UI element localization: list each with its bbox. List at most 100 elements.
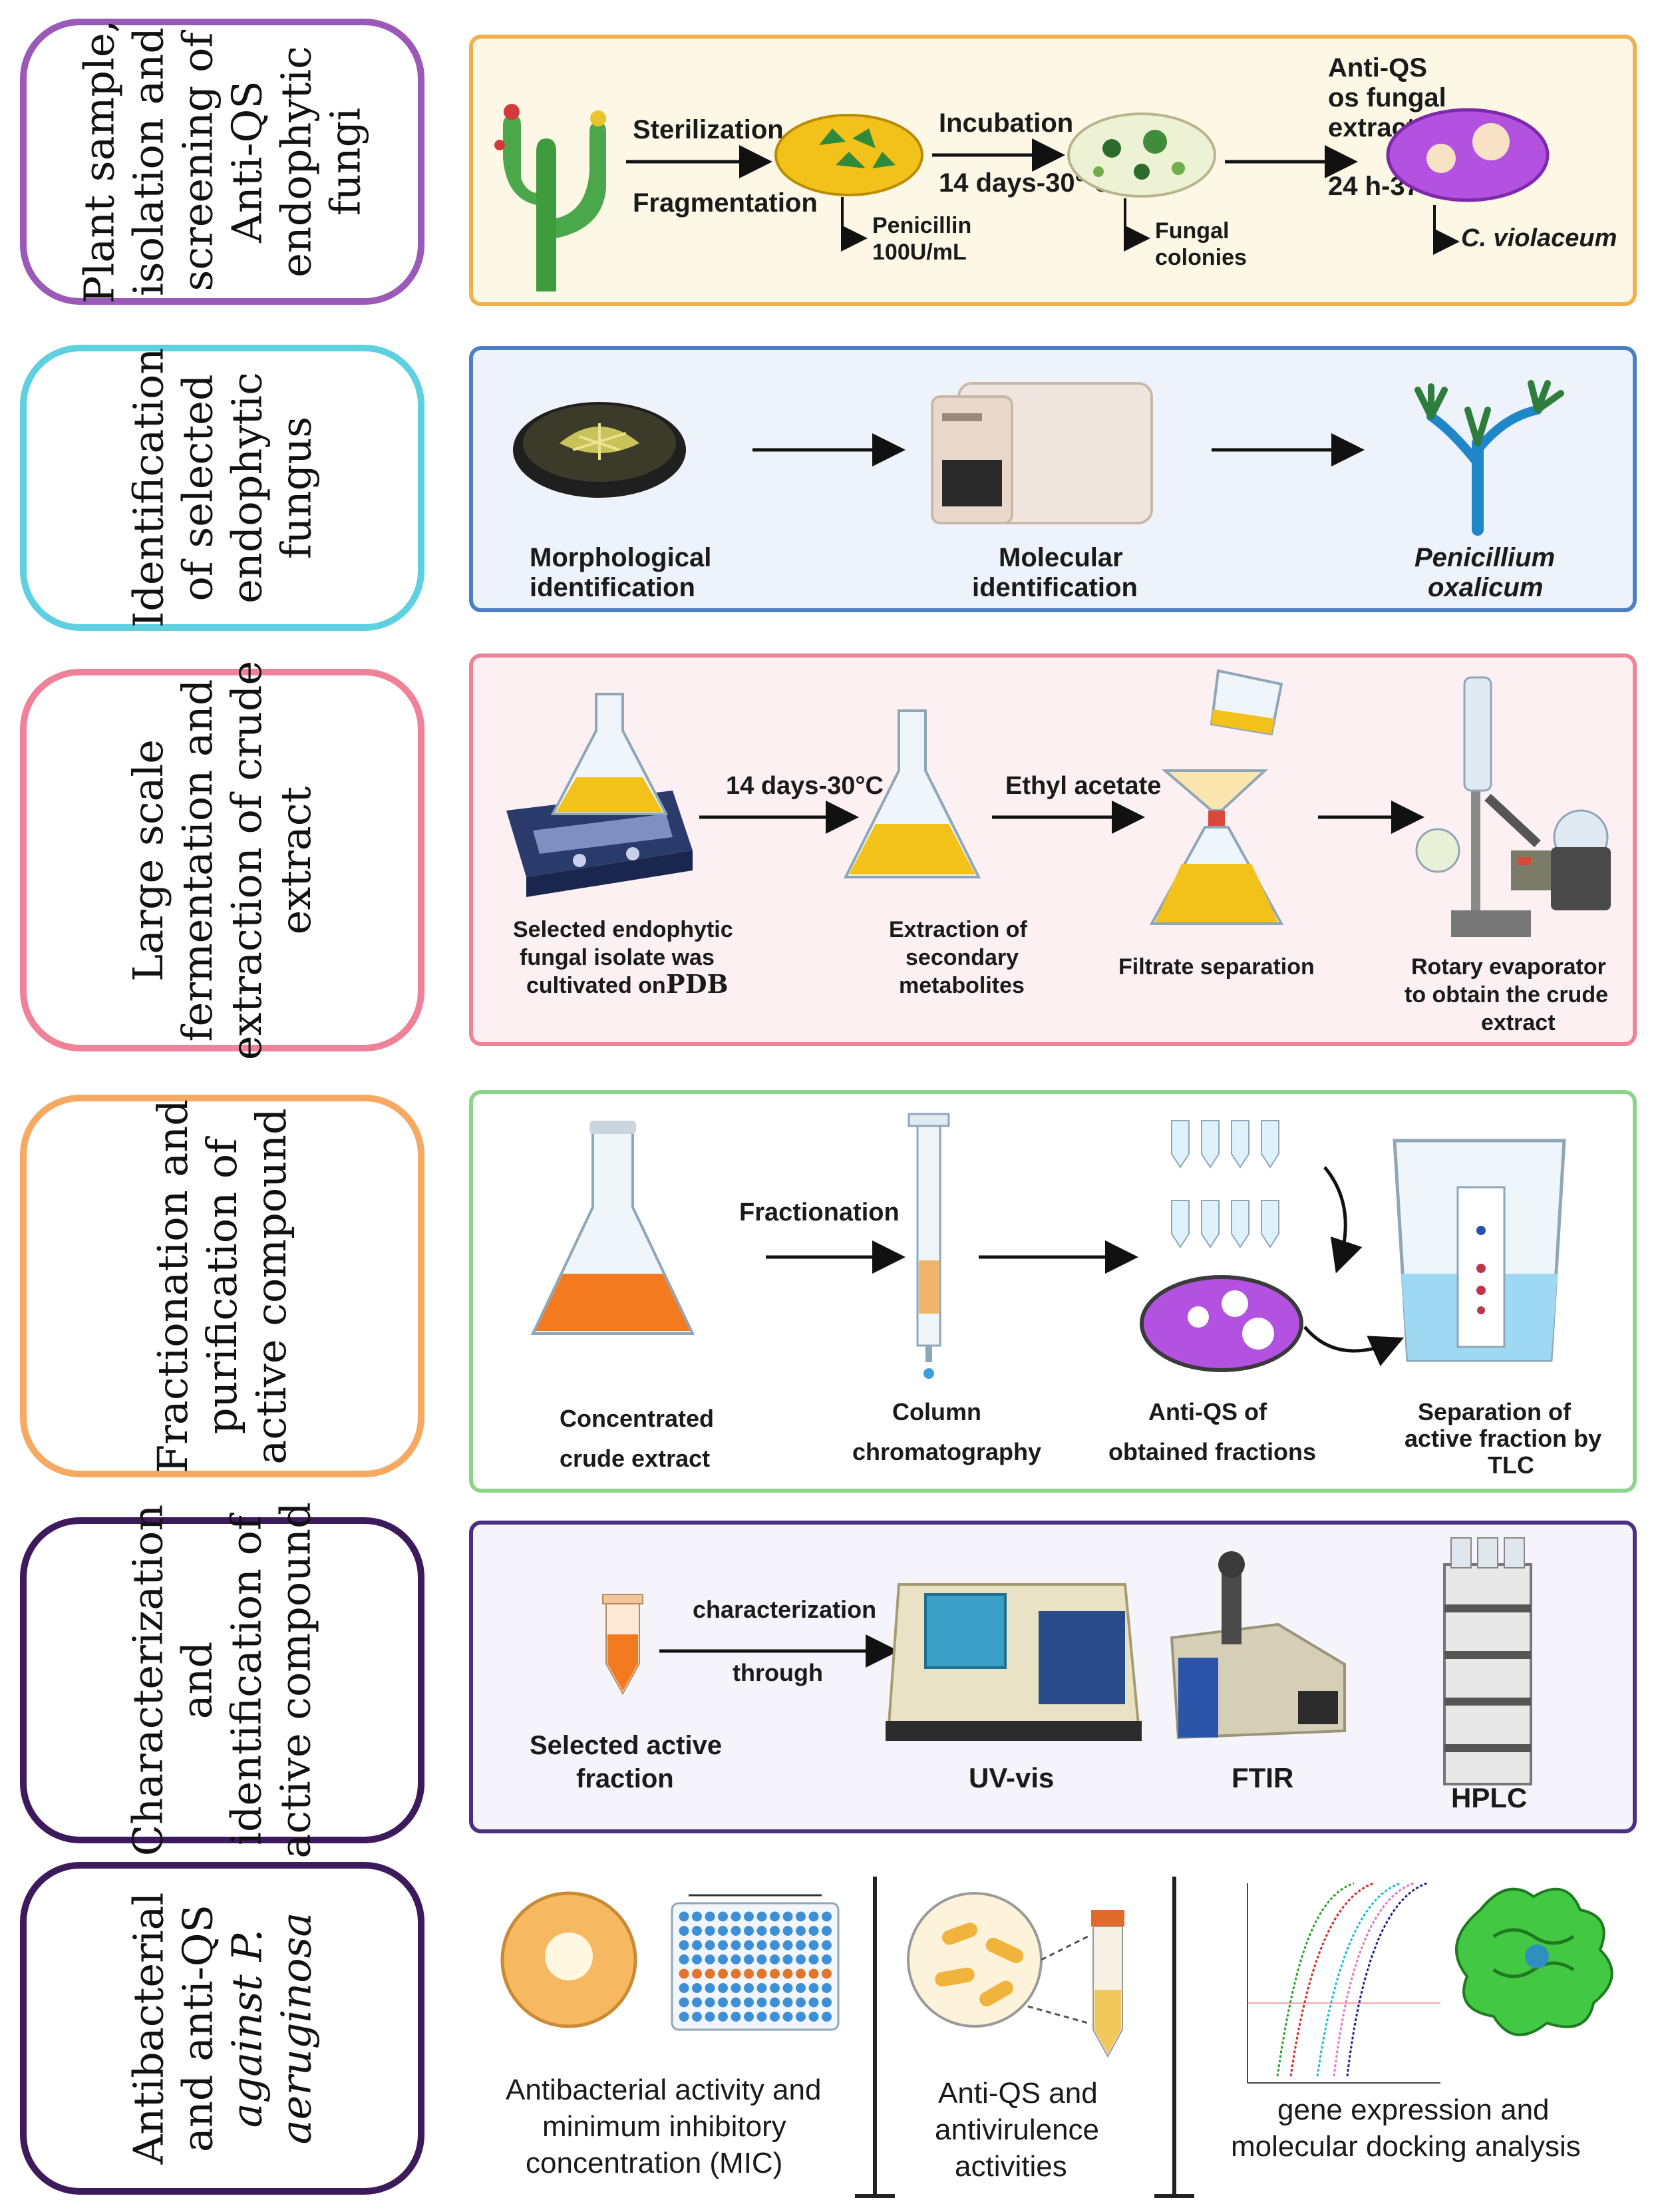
microplate-well xyxy=(692,1997,702,2008)
microplate-well xyxy=(782,1997,793,2008)
secondary-label: secondary xyxy=(906,945,1019,970)
microplate-well xyxy=(770,1997,780,2008)
microplate-well xyxy=(770,1983,780,1993)
microplate-well xyxy=(705,1997,715,2008)
active-fraction-tube-icon xyxy=(602,1594,643,1696)
ftir-instrument-icon xyxy=(1170,1551,1346,1740)
microplate-well xyxy=(679,1983,689,1993)
microplate-well xyxy=(782,1983,793,1993)
microplate-well xyxy=(731,2012,741,2022)
concentrated-label: Concentrated xyxy=(560,1405,714,1432)
microplate-well xyxy=(796,2012,806,2022)
antivirulence-label: antivirulence xyxy=(935,2114,1099,2146)
petri-dish-penicillin-icon xyxy=(774,114,923,196)
antiqs-os-label: os fungal xyxy=(1328,83,1446,112)
microplate-well xyxy=(731,1926,741,1936)
chromatography-label: chromatography xyxy=(852,1438,1041,1465)
fraction-tubes-icon xyxy=(1171,1120,1279,1248)
microplate-well xyxy=(782,1926,793,1936)
microplate-well xyxy=(692,1954,702,1964)
microplate-well xyxy=(808,1983,819,1993)
microplate-well xyxy=(718,1940,728,1950)
microplate-well xyxy=(782,1968,793,1979)
microplate-well xyxy=(744,1926,754,1936)
microplate-well xyxy=(679,1911,689,1922)
antibacterial-section: Antibacterial activity and minimum inhib… xyxy=(469,1863,1640,2212)
fraction-label: fraction xyxy=(576,1764,674,1793)
inhibition-plate-icon xyxy=(500,1891,637,2028)
microplate-well xyxy=(744,1954,754,1964)
microplate-well xyxy=(822,1997,832,2008)
microplate-well xyxy=(744,1997,754,2008)
fragmentation-label: Fragmentation xyxy=(633,188,818,218)
microplate-well xyxy=(692,1983,702,1993)
microplate-well xyxy=(744,1940,754,1950)
oxalicum-label: oxalicum xyxy=(1428,573,1543,602)
microplate-well xyxy=(705,1954,715,1964)
microplate-well xyxy=(808,1926,819,1936)
ethyl-acetate-label: Ethyl acetate xyxy=(1005,772,1161,800)
microplate-well xyxy=(731,1983,741,1993)
microplate-well xyxy=(756,1997,767,2008)
microplate-well xyxy=(822,1926,832,1936)
microplate-well xyxy=(705,1911,715,1922)
microplate-well xyxy=(756,1983,767,1993)
microplate-well xyxy=(796,1940,806,1950)
crude-extract-label: crude extract xyxy=(560,1445,710,1472)
fermentation-condition-label: 14 days-30°C xyxy=(726,772,884,800)
microplate-well xyxy=(731,1940,741,1950)
microplate-well xyxy=(822,2012,832,2022)
protein-docking-icon xyxy=(1455,1887,1613,2036)
sterilization-label: Sterilization xyxy=(633,115,784,144)
molecular-label: Molecular xyxy=(999,543,1123,572)
extraction-flask-icon xyxy=(843,709,981,878)
fractionation-label: Fractionation xyxy=(739,1198,900,1226)
microplate-well xyxy=(731,1911,741,1922)
sequencer-icon xyxy=(931,382,1153,524)
penicillium-icon xyxy=(1414,380,1564,536)
microplate-well xyxy=(808,1954,819,1964)
antibacterial-activity-label: Antibacterial activity and xyxy=(506,2074,821,2106)
panel-fractionation: Fractionation xyxy=(469,1090,1637,1493)
pdb-label: PDB xyxy=(666,969,729,999)
microplate-well xyxy=(679,1926,689,1936)
microplate-well xyxy=(692,1968,702,1979)
microplate-well xyxy=(770,1911,780,1922)
petri-dish-colonies-icon xyxy=(1067,112,1216,198)
microplate-icon xyxy=(671,1894,840,2031)
characterization-label: characterization xyxy=(693,1596,876,1623)
microplate-well xyxy=(705,1940,715,1950)
microplate-well xyxy=(782,1954,793,1964)
panel-characterization: characterization through Selected active xyxy=(469,1521,1637,1833)
microplate-well xyxy=(782,2012,793,2022)
penicillin-label: Penicillin xyxy=(872,213,971,238)
selected-active-label: Selected active xyxy=(530,1731,722,1760)
column-label: Column xyxy=(892,1398,981,1425)
microplate-well xyxy=(808,1911,819,1922)
molecular-docking-label: molecular docking analysis xyxy=(1231,2130,1581,2163)
active-fraction-label: active fraction by xyxy=(1405,1425,1601,1452)
microplate-well xyxy=(770,2012,780,2022)
microplate-well xyxy=(744,2012,754,2022)
antiqs-fraction-plate-icon xyxy=(1140,1275,1303,1372)
microplate-well xyxy=(756,1926,767,1936)
metabolites-label: metabolites xyxy=(899,973,1025,998)
microplate-well xyxy=(796,1983,806,1993)
microplate-well xyxy=(796,1911,806,1922)
panel-fermentation: 14 days-30°C Ethyl acetate Select xyxy=(469,653,1637,1046)
antiqs-of-label: Anti-QS of xyxy=(1148,1398,1267,1425)
microplate-well xyxy=(756,1968,767,1979)
uv-vis-label: UV-vis xyxy=(969,1762,1054,1793)
microplate-well xyxy=(796,1954,806,1964)
molecular-identification-label: identification xyxy=(972,573,1138,602)
rotary-evaporator-icon xyxy=(1415,676,1611,937)
microplate-well xyxy=(796,1926,806,1936)
penicillium-label: Penicillium xyxy=(1414,543,1555,572)
cviolaceum-label: C. violaceum xyxy=(1461,224,1617,252)
